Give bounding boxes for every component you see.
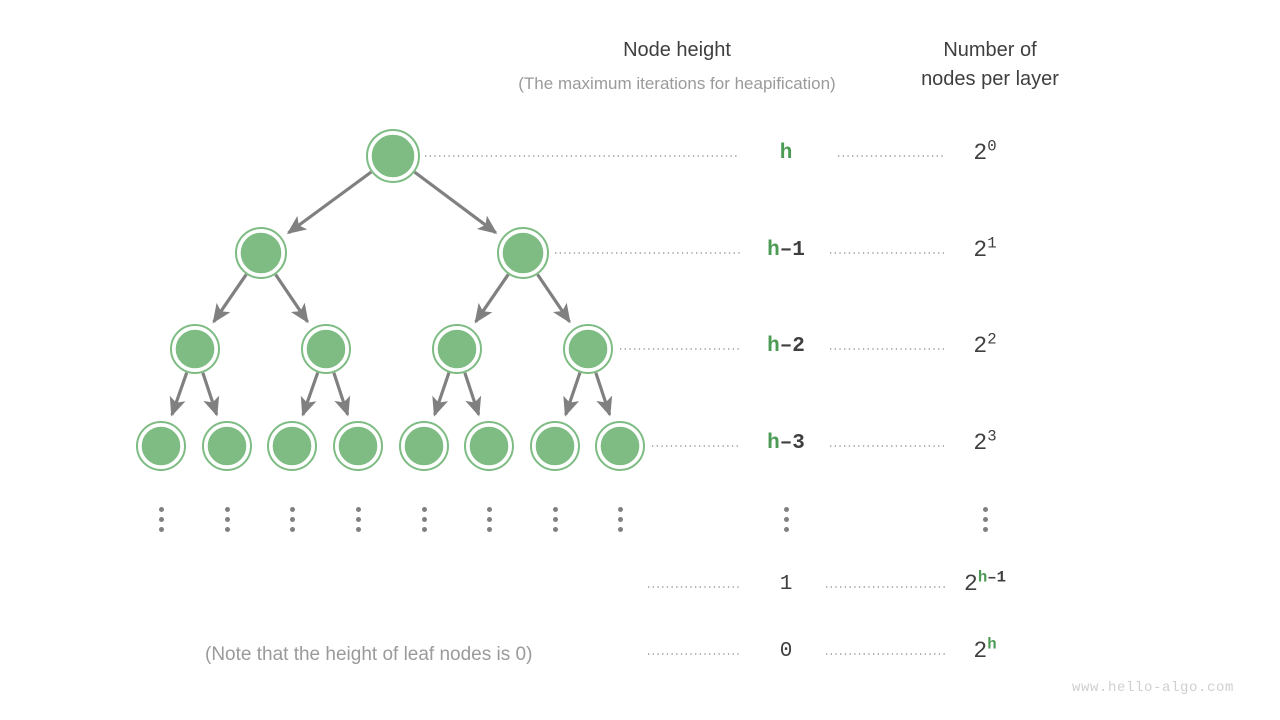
- tree-edge: [432, 372, 451, 417]
- node-count-label: 22: [973, 330, 997, 359]
- tree-node: [399, 421, 449, 471]
- tree-node: [136, 421, 186, 471]
- count-column-title-line2: nodes per layer: [921, 68, 1059, 90]
- node-count-label: 21: [973, 234, 997, 263]
- vertical-ellipsis: [982, 507, 989, 532]
- tree-edge: [563, 372, 582, 417]
- node-count-label: 2h: [973, 635, 997, 664]
- leaf-height-note: (Note that the height of leaf nodes is 0…: [205, 644, 533, 665]
- tree-node: [170, 324, 220, 374]
- node-count-label: 23: [973, 427, 997, 456]
- vertical-ellipsis: [158, 507, 165, 532]
- height-column-title: Node height: [623, 39, 731, 61]
- height-label: 1: [779, 573, 793, 596]
- node-count-label: 2h–1: [964, 568, 1006, 597]
- tree-edge: [474, 273, 510, 324]
- tree-node: [497, 227, 549, 279]
- height-label: h–1: [767, 239, 805, 262]
- vertical-ellipsis: [486, 507, 493, 532]
- tree-node: [432, 324, 482, 374]
- vertical-ellipsis: [224, 507, 231, 532]
- tree-edge: [594, 372, 613, 417]
- vertical-ellipsis: [617, 507, 624, 532]
- tree-edge: [212, 273, 248, 324]
- count-column-title-line1: Number of: [943, 39, 1037, 61]
- tree-node: [366, 129, 420, 183]
- height-column-subtitle: (The maximum iterations for heapificatio…: [518, 74, 836, 93]
- node-count-label: 20: [973, 137, 997, 166]
- tree-nodes: [136, 129, 645, 471]
- tree-node: [595, 421, 645, 471]
- tree-node: [235, 227, 287, 279]
- tree-node: [333, 421, 383, 471]
- tree-edge: [536, 273, 571, 324]
- vertical-ellipsis: [783, 507, 790, 532]
- leader-lines: [425, 155, 945, 655]
- tree-edge: [286, 170, 373, 235]
- tree-edge: [332, 372, 351, 417]
- tree-edge: [201, 372, 220, 417]
- tree-node: [301, 324, 351, 374]
- tree-node: [202, 421, 252, 471]
- tree-edge: [274, 273, 309, 324]
- vertical-ellipsis: [289, 507, 296, 532]
- vertical-ellipsis: [421, 507, 428, 532]
- tree-node: [563, 324, 613, 374]
- tree-node: [464, 421, 514, 471]
- vertical-ellipsis: [355, 507, 362, 532]
- vertical-ellipsis: [552, 507, 559, 532]
- site-watermark: www.hello-algo.com: [1072, 680, 1235, 696]
- height-label: 0: [779, 640, 793, 663]
- tree-node: [530, 421, 580, 471]
- height-label: h–3: [767, 432, 805, 455]
- tree-edge: [300, 372, 320, 417]
- tree-edge: [463, 372, 482, 417]
- height-label: h: [779, 142, 793, 165]
- height-label: h–2: [767, 335, 805, 358]
- tree-node: [267, 421, 317, 471]
- tree-edge: [413, 170, 498, 234]
- tree-edge: [169, 372, 189, 417]
- tree-edges: [169, 170, 613, 417]
